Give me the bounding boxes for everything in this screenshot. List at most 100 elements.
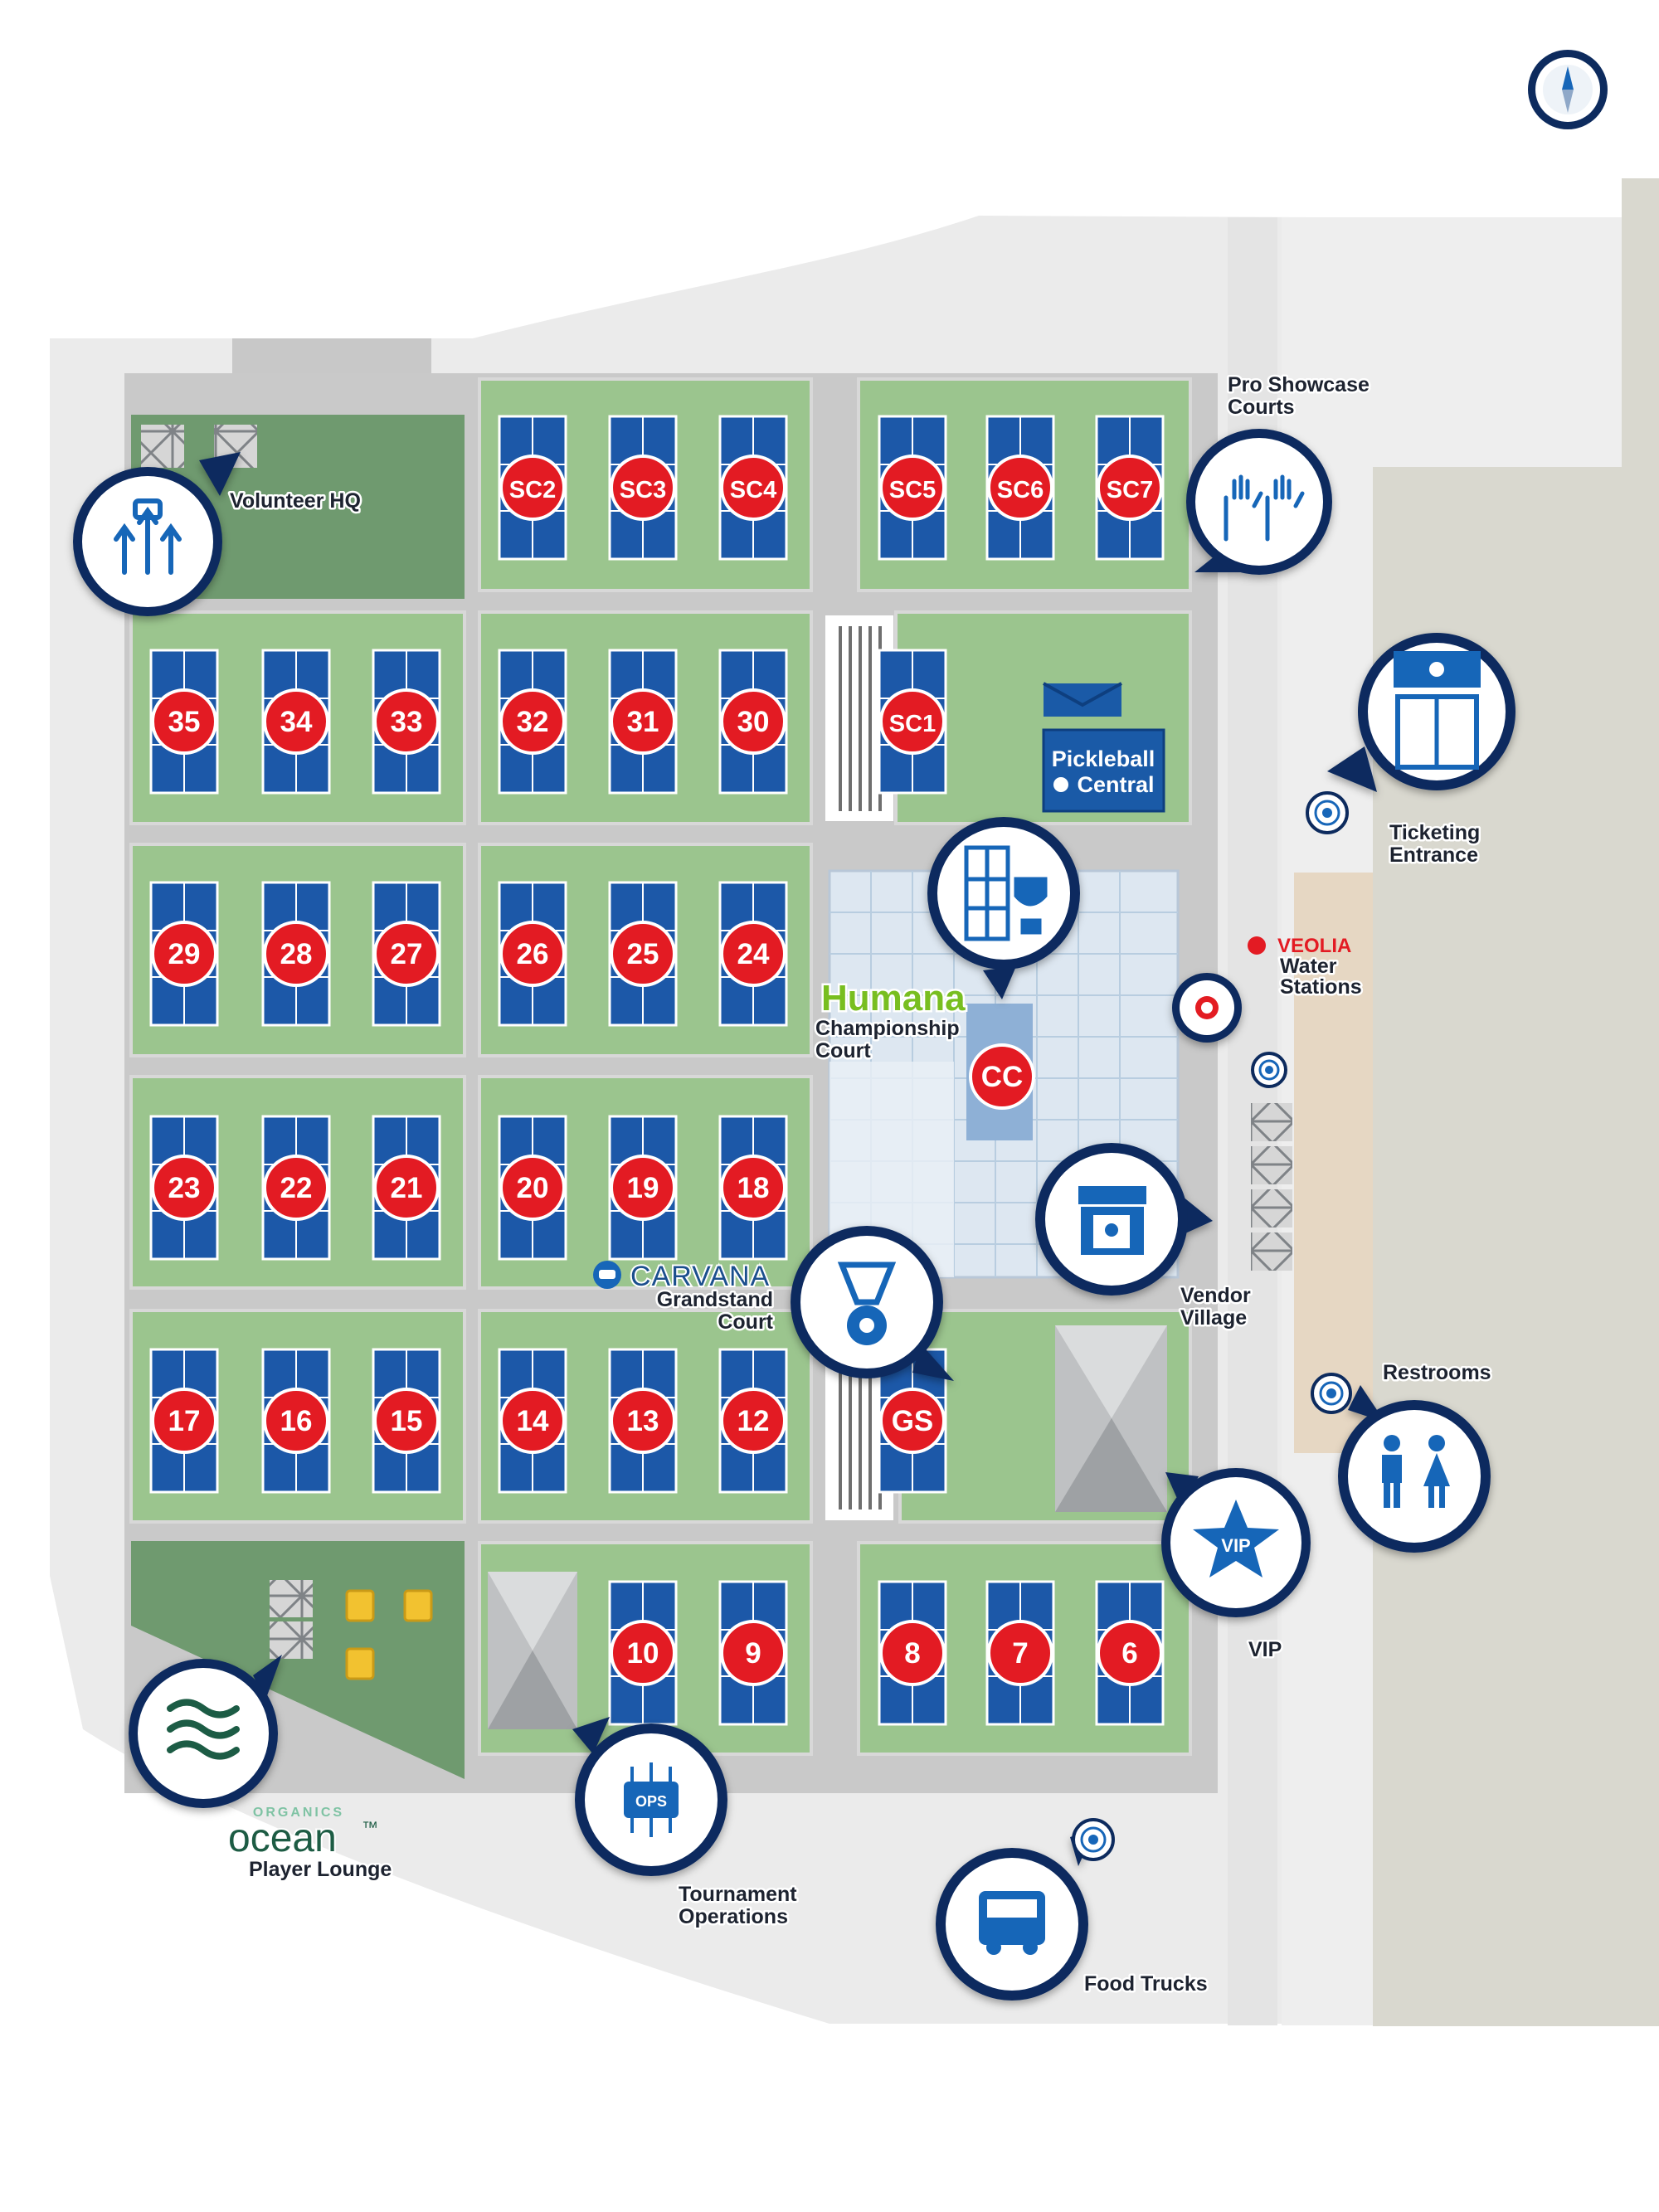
court-21[interactable]: 21	[372, 1115, 441, 1261]
court-sc4[interactable]: SC4	[718, 415, 788, 561]
court-8[interactable]: 8	[878, 1580, 947, 1726]
ocean-tm: ™	[362, 1819, 378, 1837]
court-number-badge	[373, 688, 440, 755]
court-sc6[interactable]: SC6	[985, 415, 1055, 561]
court-number: 21	[391, 1172, 423, 1204]
court-number: 13	[627, 1405, 659, 1437]
restrooms-marker[interactable]	[1338, 1385, 1491, 1553]
ticketing-marker[interactable]	[1327, 633, 1515, 792]
court-17[interactable]: 17	[149, 1348, 219, 1494]
court-number: GS	[892, 1405, 934, 1437]
vendor-label-1: Vendor	[1180, 1284, 1251, 1307]
court-10[interactable]: 10	[608, 1580, 678, 1726]
pro-showcase-marker[interactable]	[1186, 429, 1332, 575]
court-35[interactable]: 35	[149, 649, 219, 795]
pro-showcase-label-1: Pro Showcase	[1228, 373, 1370, 396]
court-34[interactable]: 34	[261, 649, 331, 795]
court-number: 33	[391, 706, 423, 738]
court-number: 19	[627, 1172, 659, 1204]
court-31[interactable]: 31	[608, 649, 678, 795]
court-number-badge	[1097, 1620, 1163, 1686]
operations-marker[interactable]: OPS	[572, 1717, 727, 1876]
court-sc5[interactable]: SC5	[878, 415, 947, 561]
court-number: 24	[737, 938, 770, 970]
lounge-tent	[270, 1580, 313, 1617]
court-30[interactable]: 30	[718, 649, 788, 795]
court-24[interactable]: 24	[718, 881, 788, 1027]
court-number-badge	[263, 1388, 329, 1454]
court-number: 32	[517, 706, 549, 738]
court-number-badge	[987, 455, 1053, 521]
food-trucks-marker[interactable]	[936, 1829, 1095, 2001]
court-15[interactable]: 15	[372, 1348, 441, 1494]
ocean-waves-icon	[167, 1699, 240, 1760]
court-26[interactable]: 26	[498, 881, 567, 1027]
court-18[interactable]: 18	[718, 1115, 788, 1261]
court-cc[interactable]: CC	[969, 1043, 1035, 1110]
court-number-badge	[610, 1155, 676, 1221]
vip-marker[interactable]: VIP	[1161, 1468, 1311, 1617]
court-22[interactable]: 22	[261, 1115, 331, 1261]
court-number: CC	[981, 1061, 1024, 1093]
court-number: 20	[517, 1172, 549, 1204]
court-sc3[interactable]: SC3	[608, 415, 678, 561]
court-6[interactable]: 6	[1095, 1580, 1165, 1726]
court-number-badge	[720, 688, 786, 755]
water-stations-marker[interactable]	[1172, 973, 1242, 1043]
player-lounge-marker[interactable]	[129, 1655, 282, 1808]
player-lounge-area	[131, 1541, 465, 1779]
food-truck-icon	[979, 1891, 1045, 1955]
restrooms-label: Restrooms	[1383, 1361, 1491, 1384]
court-number: 16	[280, 1405, 313, 1437]
court-9[interactable]: 9	[718, 1580, 788, 1726]
carvana-logo: CARVANA	[593, 1259, 771, 1294]
volunteer-hq-marker[interactable]	[73, 452, 241, 616]
court-number: SC2	[509, 477, 556, 503]
court-number: SC4	[730, 477, 776, 503]
court-13[interactable]: 13	[608, 1348, 678, 1494]
court-number-badge	[720, 1620, 786, 1686]
championship-label-2: Court	[815, 1039, 871, 1062]
vip-tent	[1055, 1325, 1167, 1512]
court-number-badge	[879, 688, 946, 755]
court-12[interactable]: 12	[718, 1348, 788, 1494]
court-number-badge	[879, 1388, 946, 1454]
court-19[interactable]: 19	[608, 1115, 678, 1261]
court-20[interactable]: 20	[498, 1115, 567, 1261]
court-number: 9	[745, 1637, 761, 1670]
map-labels: Volunteer HQ Pro Showcase Courts Ticketi…	[226, 372, 1493, 1998]
court-number-badge	[499, 921, 566, 987]
championship-court-marker[interactable]	[927, 817, 1080, 999]
court-27[interactable]: 27	[372, 881, 441, 1027]
court-number: 14	[517, 1405, 549, 1437]
water-location-pin	[1251, 1052, 1287, 1088]
court-number-badge	[151, 688, 217, 755]
court-25[interactable]: 25	[608, 881, 678, 1027]
court-28[interactable]: 28	[261, 881, 331, 1027]
court-number: 8	[904, 1637, 920, 1670]
court-sc1[interactable]: SC1	[878, 649, 947, 795]
vendor-tent	[1251, 1146, 1292, 1184]
vendor-village-marker[interactable]	[1035, 1143, 1213, 1296]
veolia-logo-icon	[1248, 936, 1266, 955]
court-sc2[interactable]: SC2	[498, 415, 567, 561]
court-number-badge	[151, 1155, 217, 1221]
compass-icon[interactable]	[1528, 50, 1608, 129]
court-23[interactable]: 23	[149, 1115, 219, 1261]
court-16[interactable]: 16	[261, 1348, 331, 1494]
pickleball-central-line2: Central	[1077, 772, 1154, 797]
court-sc7[interactable]: SC7	[1095, 415, 1165, 561]
court-number-badge	[720, 921, 786, 987]
court-32[interactable]: 32	[498, 649, 567, 795]
court-29[interactable]: 29	[149, 881, 219, 1027]
court-7[interactable]: 7	[985, 1580, 1055, 1726]
ticketing-label-1: Ticketing	[1389, 821, 1480, 844]
court-14[interactable]: 14	[498, 1348, 567, 1494]
court-33[interactable]: 33	[372, 649, 441, 795]
grandstand-marker[interactable]	[791, 1226, 954, 1381]
food-trucks-label: Food Trucks	[1084, 1972, 1208, 1996]
court-number: 12	[737, 1405, 770, 1437]
vendor-tent	[1251, 1232, 1292, 1271]
grandstand-label-2: Court	[718, 1310, 773, 1334]
court-number-badge	[610, 455, 676, 521]
